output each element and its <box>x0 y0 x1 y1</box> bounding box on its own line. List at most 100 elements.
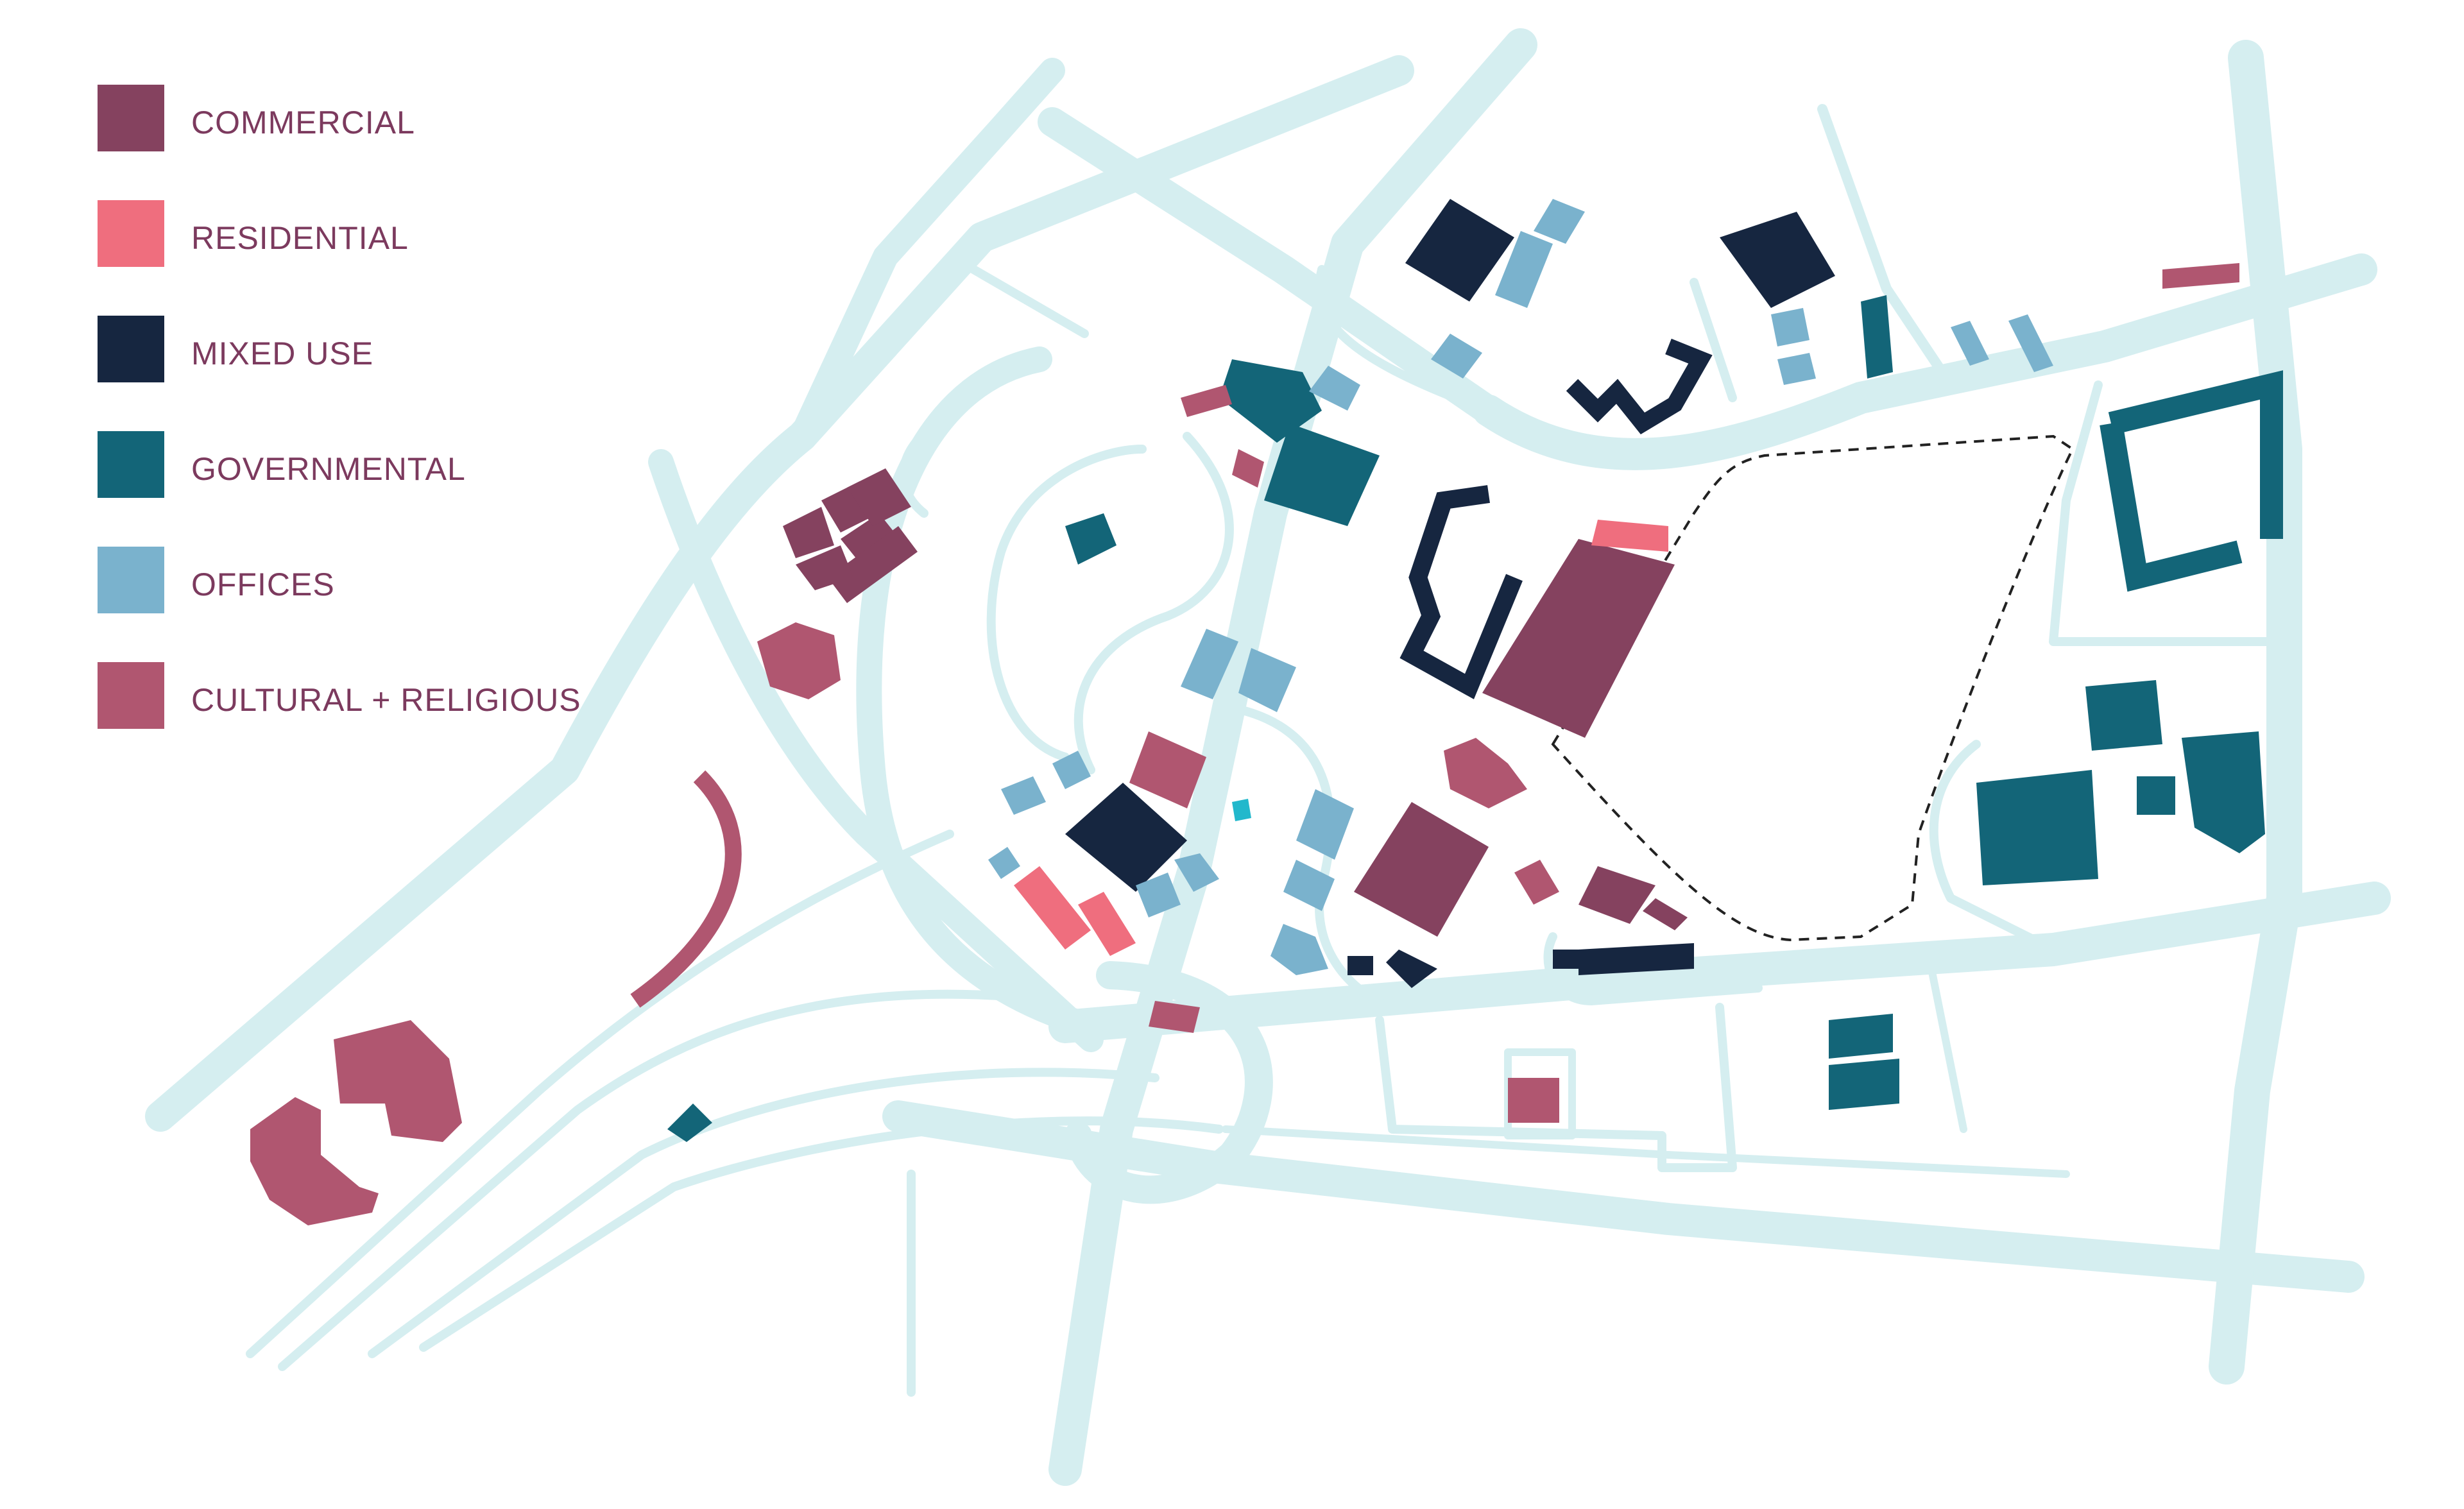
road-minor-7 <box>1375 1003 1737 1172</box>
office-ne-2 <box>1951 321 1989 366</box>
commercial-south-strip <box>1579 866 1656 924</box>
government-east-campus-3 <box>2182 731 2265 853</box>
legend-label-cultural-religious: CULTURAL + RELIGIOUS <box>191 682 581 718</box>
government-east-campus-4 <box>2137 776 2175 815</box>
office-north-1 <box>1495 231 1553 308</box>
legend-item-governmental: GOVERNMENTAL <box>98 431 624 498</box>
government-east-campus-1 <box>1976 770 2098 885</box>
government-northeast <box>1861 295 1893 379</box>
mixed-use-courtyard <box>1399 485 1523 699</box>
legend-item-commercial: COMMERCIAL <box>98 85 624 151</box>
commercial-west-6 <box>796 545 853 590</box>
residential-north-strip <box>1591 520 1668 552</box>
mixed-use-north-1 <box>1405 199 1514 302</box>
mixed-use-south-2 <box>1579 943 1694 975</box>
legend-swatch-residential <box>98 200 164 267</box>
mixed-use-buildings <box>1065 199 1835 988</box>
road-network <box>145 28 2391 1486</box>
road-minor-8 <box>1928 965 1967 1133</box>
legend-item-cultural-religious: CULTURAL + RELIGIOUS <box>98 662 624 729</box>
road-minor-1 <box>246 830 954 1358</box>
road-minor-4 <box>419 1116 1224 1352</box>
road-minor-18 <box>899 419 941 518</box>
accent-cyan-building <box>1232 799 1251 821</box>
government-central <box>1264 423 1380 526</box>
legend-swatch-offices <box>98 547 164 613</box>
legend-item-residential: RESIDENTIAL <box>98 200 624 267</box>
legend-swatch-mixed-use <box>98 316 164 382</box>
mixed-use-north-zigzag <box>1566 338 1713 434</box>
cultural-religious-buildings <box>250 263 2239 1225</box>
government-west-small <box>1065 513 1116 565</box>
mixed-use-south-3 <box>1553 950 1579 969</box>
commercial-west-4 <box>847 468 911 526</box>
mixed-use-north-2 <box>1720 212 1835 308</box>
road-inner-ring <box>856 346 1104 1039</box>
commercial-south-2 <box>1643 898 1688 930</box>
road-minor-2 <box>278 989 1063 1371</box>
office-north-4 <box>1309 366 1360 411</box>
legend-label-governmental: GOVERNMENTAL <box>191 451 466 487</box>
road-north-curve <box>1473 253 2377 470</box>
residential-sw-1 <box>1014 866 1091 950</box>
government-north <box>1219 359 1322 443</box>
cultural-small-1 <box>1181 385 1232 417</box>
commercial-buildings <box>783 468 1688 937</box>
government-east-campus-2 <box>2085 680 2162 751</box>
cultural-south-2 <box>1514 860 1559 905</box>
road-nw-link <box>789 58 1065 449</box>
road-minor-12 <box>1929 740 2058 954</box>
cultural-center-block <box>1129 731 1206 808</box>
legend-swatch-commercial <box>98 85 164 151</box>
road-minor-16 <box>986 445 1147 762</box>
legend-label-mixed-use: MIXED USE <box>191 336 374 371</box>
commercial-central-block <box>1354 802 1489 937</box>
cultural-large-sw-1 <box>334 1020 462 1142</box>
road-minor-19 <box>1543 932 1763 1005</box>
road-minor-3 <box>368 1068 1159 1358</box>
road-minor-11 <box>2049 380 2289 646</box>
cultural-south-1 <box>1149 1001 1200 1033</box>
governmental-buildings <box>667 295 2283 1142</box>
cultural-east-strip <box>2162 263 2239 289</box>
office-west-1 <box>1181 629 1238 699</box>
office-center-1 <box>1296 789 1354 860</box>
office-buildings <box>988 199 2053 975</box>
legend-swatch-governmental <box>98 431 164 498</box>
cultural-arc <box>630 770 742 1008</box>
road-minor-9 <box>1817 104 1956 390</box>
cultural-small-2 <box>1232 449 1264 488</box>
legend-item-mixed-use: MIXED USE <box>98 316 624 382</box>
office-center-2 <box>1283 860 1335 911</box>
cultural-temple <box>1444 738 1527 808</box>
map-legend: COMMERCIAL RESIDENTIAL MIXED USE GOVERNM… <box>98 85 624 739</box>
road-north-diagonal <box>1038 107 1503 425</box>
office-ne-3 <box>1771 308 1810 346</box>
mixed-use-center <box>1065 783 1187 892</box>
commercial-west-1 <box>783 507 834 558</box>
residential-sw-2 <box>1078 892 1136 956</box>
cultural-west-block <box>757 622 841 699</box>
office-north-2 <box>1534 199 1585 244</box>
office-ne-1 <box>2008 314 2053 372</box>
legend-item-offices: OFFICES <box>98 547 624 613</box>
park-boundary-dashed <box>1551 434 2075 942</box>
road-minor-14 <box>958 259 1089 338</box>
office-sw-5 <box>988 847 1020 879</box>
road-east-vertical <box>2209 40 2302 1385</box>
road-minor-15 <box>1074 432 1234 774</box>
office-ne-4 <box>1777 353 1816 385</box>
office-west-2 <box>1238 648 1296 712</box>
road-minor-13 <box>1315 265 1493 415</box>
government-sw-small <box>667 1104 712 1142</box>
legend-swatch-cultural-religious <box>98 662 164 729</box>
commercial-west-5 <box>828 526 918 603</box>
road-southwest-ramp <box>648 449 1104 1052</box>
government-south-2 <box>1829 1059 1899 1110</box>
cultural-south-3 <box>1508 1078 1559 1123</box>
road-minor-5 <box>1222 1125 2070 1178</box>
legend-label-commercial: COMMERCIAL <box>191 105 415 141</box>
road-minor-10 <box>1690 278 1737 402</box>
office-sw-4 <box>1052 751 1091 789</box>
